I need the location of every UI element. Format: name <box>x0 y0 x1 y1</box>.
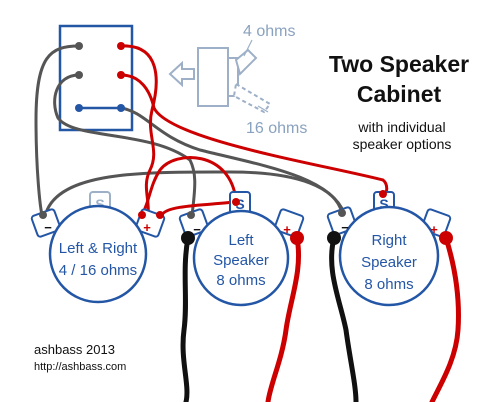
credit-author: ashbass 2013 <box>34 342 115 357</box>
switch-lever-down <box>232 82 272 114</box>
switch-lug-6-dot <box>117 104 125 112</box>
speaker-right: S − + Right Speaker 8 ohms <box>326 191 452 307</box>
speaker-right-label-1: Right <box>371 232 407 249</box>
left-lead-red-dot <box>290 231 304 245</box>
combined-minus-dot <box>39 211 47 219</box>
speaker-left-plus: + <box>283 222 291 237</box>
switch-flange <box>227 57 239 97</box>
red-wires <box>119 44 389 217</box>
grey-wire-combined-minus <box>34 44 81 217</box>
credit-url: http://ashbass.com <box>34 361 126 373</box>
switch-lug-2-dot <box>117 42 125 50</box>
grey-wire-switch-mid <box>53 73 197 217</box>
switch-lever-up <box>234 48 258 76</box>
left-lead-red <box>265 235 302 402</box>
speaker-left-label-3: 8 ohms <box>216 272 265 289</box>
left-minus-dot <box>187 211 195 219</box>
speaker-left: S − + Left Speaker 8 ohms <box>178 191 305 307</box>
speaker-combined-label-2: 4 / 16 ohms <box>59 262 137 279</box>
right-minus-dot <box>338 209 346 217</box>
speaker-combined-body <box>48 204 148 304</box>
grey-wire-jumper-right <box>119 106 346 215</box>
combined-plus-dot-a <box>138 211 146 219</box>
speaker-right-minus: − <box>341 220 349 235</box>
left-lead-black <box>180 235 191 402</box>
speaker-right-label-2: Speaker <box>361 254 417 271</box>
leader-line-lower <box>257 105 269 113</box>
right-lead-black <box>329 235 359 402</box>
speaker-left-label-2: Speaker <box>213 252 269 269</box>
speaker-combined-plus: + <box>143 220 151 235</box>
speaker-left-s-label: S <box>235 196 244 212</box>
switch-illustration: 4 ohms 16 ohms <box>168 23 307 137</box>
subtitle-line-1: with individual <box>357 119 445 135</box>
leader-line-upper <box>243 39 253 57</box>
speaker-combined-minus: − <box>44 220 52 235</box>
switch-lug-1-dot <box>75 42 83 50</box>
subtitle-line-2: speaker options <box>353 136 452 152</box>
speaker-combined-s-label: S <box>95 196 104 212</box>
speaker-left-label-1: Left <box>228 232 254 249</box>
switch-lug-5-dot <box>75 104 83 112</box>
speaker-combined-label-1: Left & Right <box>59 240 138 257</box>
red-wire-left-plus <box>160 200 236 217</box>
left-s-dot <box>232 198 240 206</box>
combined-plus-dot-b <box>156 211 164 219</box>
lead-wires <box>180 235 461 402</box>
label-4-ohms: 4 ohms <box>243 23 295 40</box>
right-s-dot <box>379 190 387 198</box>
right-lead-black-dot <box>327 231 341 245</box>
speaker-combined: S − + Left & Right 4 / 16 ohms <box>30 191 166 304</box>
arrow-icon <box>168 60 195 88</box>
red-wire-combined-plus <box>140 156 238 217</box>
speaker-left-plus-tab <box>273 208 305 238</box>
title-line-1: Two Speaker <box>329 51 469 77</box>
switch-lug-3-dot <box>75 71 83 79</box>
left-lead-black-dot <box>181 231 195 245</box>
speaker-right-body <box>338 205 440 307</box>
label-16-ohms: 16 ohms <box>246 120 307 137</box>
speaker-left-minus: − <box>193 222 201 237</box>
speaker-left-body <box>192 209 290 307</box>
solder-points <box>39 42 453 245</box>
speaker-right-plus: + <box>430 222 438 237</box>
right-lead-red <box>429 235 461 402</box>
switch-lug-4-dot <box>117 71 125 79</box>
speaker-right-s-label: S <box>379 196 388 212</box>
grey-wires <box>34 44 346 217</box>
speaker-right-label-3: 8 ohms <box>364 276 413 293</box>
title-line-2: Cabinet <box>357 81 442 107</box>
red-wire-switch-top <box>119 44 158 217</box>
switch-body <box>197 47 229 107</box>
right-lead-red-dot <box>439 231 453 245</box>
red-wire-switch-mid <box>119 73 389 199</box>
